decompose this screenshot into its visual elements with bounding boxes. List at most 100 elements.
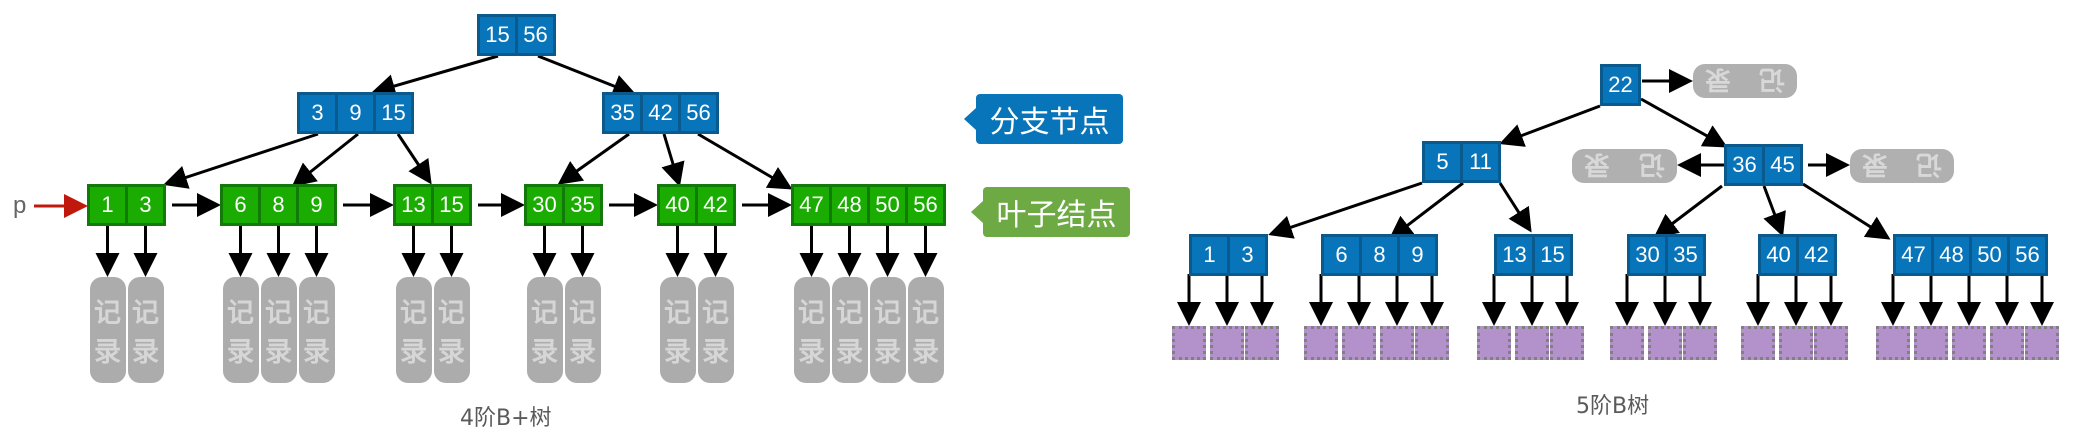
empty-child-placeholder (1245, 326, 1279, 360)
record-char: 记 (912, 298, 939, 329)
tree-edge-arrow (1762, 185, 1786, 237)
record-char: 记 (1759, 63, 1786, 94)
tree-edge-arrow (1268, 181, 1423, 239)
record-pill: 记录 (127, 277, 164, 383)
node-key: 47 (791, 184, 832, 226)
node-key: 13 (1494, 234, 1535, 276)
record-char: 录 (569, 337, 596, 368)
node-key: 56 (515, 14, 556, 56)
node-key: 40 (657, 184, 698, 226)
node-key: 15 (477, 14, 518, 56)
record-pill: 记录 (222, 277, 259, 383)
node-key: 48 (1931, 234, 1972, 276)
node-key: 6 (1321, 234, 1362, 276)
legend-leaf-node: 叶子结点 (971, 187, 1130, 237)
node-key: 3 (297, 92, 338, 134)
tree-edge-arrow (396, 133, 432, 185)
tree-edge-arrow (1499, 104, 1601, 147)
empty-child-placeholder (1550, 326, 1584, 360)
record-char: 录 (303, 337, 330, 368)
node-key: 15 (1532, 234, 1573, 276)
record-pill: 记录 (395, 277, 432, 383)
record-char: 录 (836, 337, 863, 368)
legend-branch-node: 分支节点 (964, 94, 1123, 144)
node-key: 56 (678, 92, 719, 134)
record-pill: 记录 (793, 277, 830, 383)
record-char: 记 (265, 298, 292, 329)
record-char: 录 (227, 337, 254, 368)
record-char: 录 (531, 337, 558, 368)
record-pill: 记录 (659, 277, 696, 383)
node-key: 35 (1665, 234, 1706, 276)
tree-edge-arrow (1653, 184, 1723, 238)
node-key: 50 (1969, 234, 2010, 276)
record-char: 录 (1584, 148, 1611, 179)
node-key: 9 (296, 184, 337, 226)
node-key: 30 (524, 184, 565, 226)
node-key: 22 (1600, 64, 1641, 106)
node-key: 3 (1227, 234, 1268, 276)
node-key: 1 (87, 184, 128, 226)
record-char: 记 (874, 298, 901, 329)
record-pill: 录 记 (1572, 149, 1677, 183)
record-pill: 记录 (869, 277, 906, 383)
record-pill: 记录 (831, 277, 868, 383)
record-pill: 记录 (526, 277, 563, 383)
tree-edge-arrow (1802, 182, 1891, 240)
record-char: 录 (664, 337, 691, 368)
empty-child-placeholder (1779, 326, 1813, 360)
tree-edge-arrow (1388, 181, 1464, 240)
tree-edge-arrow (557, 132, 630, 185)
node-key: 13 (393, 184, 434, 226)
node-key: 35 (602, 92, 643, 134)
tree-edge-arrow (537, 54, 637, 98)
record-char: 录 (132, 337, 159, 368)
node-key: 11 (1460, 141, 1501, 183)
empty-child-placeholder (1610, 326, 1644, 360)
record-pill: 录 记 (1850, 149, 1954, 183)
tree-edge-arrow (163, 132, 319, 189)
record-pill: 记录 (907, 277, 944, 383)
record-char: 录 (438, 337, 465, 368)
btree-caption: 5阶B树 (1576, 394, 1650, 419)
node-key: 9 (1397, 234, 1438, 276)
record-char: 记 (664, 298, 691, 329)
record-char: 录 (1704, 63, 1731, 94)
node-key: 5 (1422, 141, 1463, 183)
record-pill: 记录 (298, 277, 335, 383)
node-key: 9 (335, 92, 376, 134)
record-char: 录 (1861, 148, 1888, 179)
record-char: 记 (132, 298, 159, 329)
record-char: 记 (1916, 148, 1943, 179)
btree-root-node: 22 (1600, 64, 1641, 106)
pointer-label: p (13, 192, 27, 219)
record-char: 记 (836, 298, 863, 329)
empty-child-placeholder (1876, 326, 1910, 360)
record-char: 录 (400, 337, 427, 368)
node-key: 40 (1758, 234, 1799, 276)
node-key: 50 (867, 184, 908, 226)
empty-child-placeholder (1477, 326, 1511, 360)
record-pill: 记录 (697, 277, 734, 383)
record-char: 录 (94, 337, 121, 368)
tree-edge-arrow (371, 54, 499, 98)
tree-edge-arrow (1498, 182, 1532, 233)
record-pill: 记录 (260, 277, 297, 383)
node-key: 30 (1627, 234, 1668, 276)
empty-child-placeholder (1210, 326, 1244, 360)
tree-edge-arrow (697, 132, 793, 190)
empty-child-placeholder (1952, 326, 1986, 360)
node-key: 56 (2007, 234, 2048, 276)
